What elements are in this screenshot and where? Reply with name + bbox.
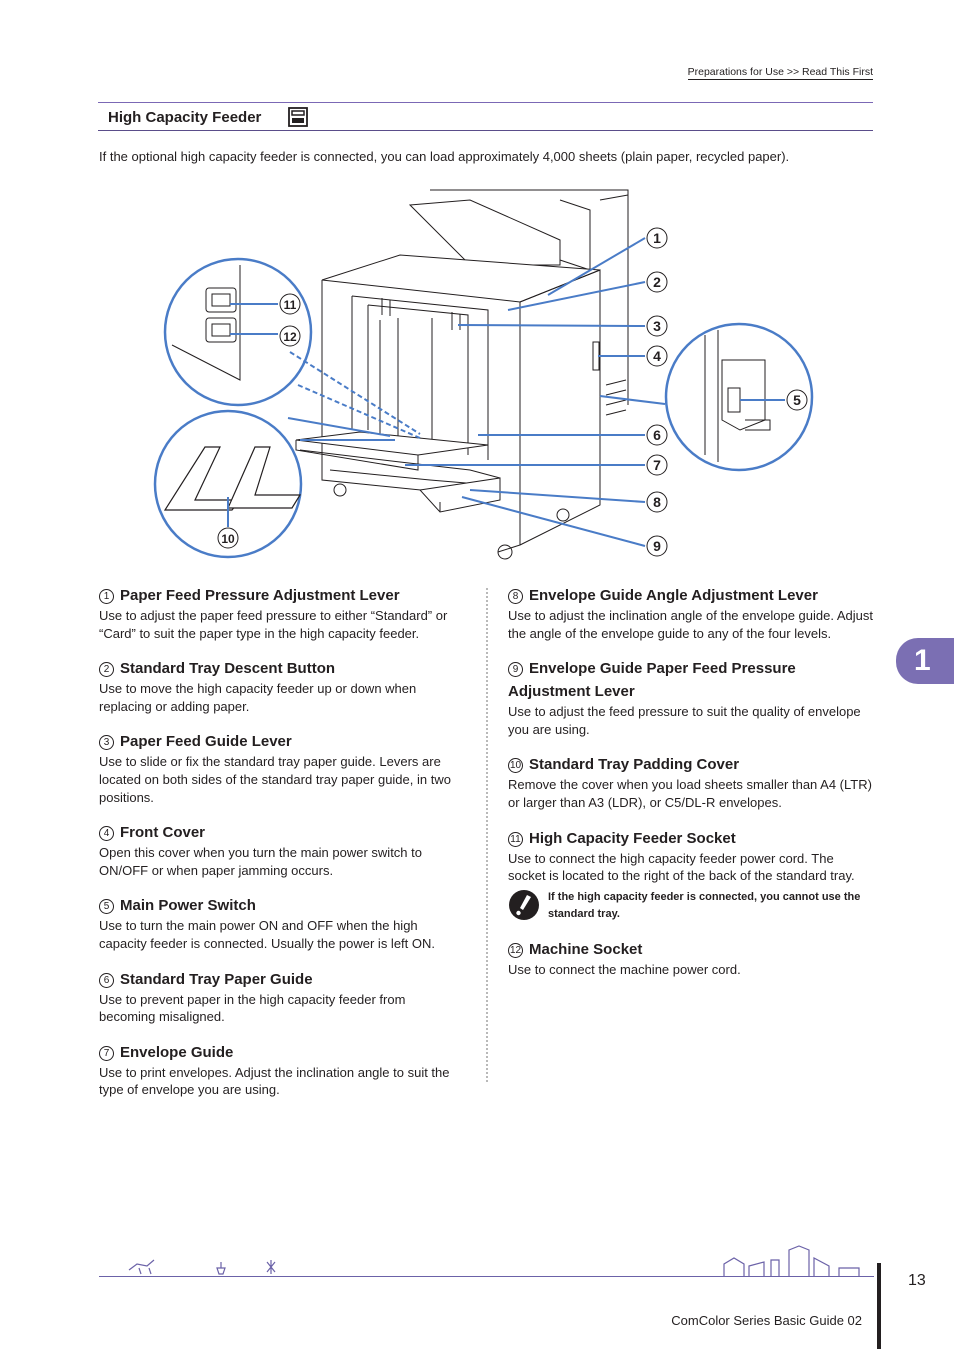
footer-decoration (99, 1240, 874, 1285)
item-description: Use to turn the main power ON and OFF wh… (99, 918, 435, 951)
callout-3: 3 (646, 315, 668, 337)
diagram-callouts: 1 2 3 4 5 6 7 8 9 10 11 12 (217, 227, 808, 557)
item-description: Use to connect the high capacity feeder … (508, 850, 855, 884)
item-description: Use to move the high capacity feeder up … (99, 681, 417, 714)
svg-text:8: 8 (653, 494, 661, 510)
callout-9: 9 (646, 535, 668, 557)
item-number: 7 (99, 1045, 114, 1061)
callout-6: 6 (646, 424, 668, 446)
caution-note: If the high capacity feeder is connected… (508, 889, 873, 923)
item-number: 2 (99, 662, 114, 678)
page-number: 13 (908, 1272, 926, 1289)
callout-5: 5 (786, 389, 808, 411)
item-description: Use to adjust the inclination angle of t… (508, 608, 873, 641)
column-divider (486, 588, 488, 1082)
item-number: 8 (508, 589, 523, 604)
svg-text:1: 1 (653, 230, 661, 246)
svg-text:4: 4 (653, 348, 661, 364)
section-title: High Capacity Feeder (108, 109, 262, 126)
callout-1: 1 (646, 227, 668, 249)
item-description: Remove the cover when you load sheets sm… (508, 777, 872, 810)
breadcrumb[interactable]: Preparations for Use >> Read This First (687, 66, 873, 80)
callout-2: 2 (646, 271, 668, 293)
svg-text:11: 11 (284, 298, 297, 312)
item-description: Open this cover when you turn the main p… (99, 845, 422, 878)
item-number: 5 (99, 899, 114, 915)
item-number: 1 (99, 589, 114, 604)
section-header: High Capacity Feeder (98, 102, 873, 131)
callout-12: 12 (279, 325, 301, 347)
caution-text: If the high capacity feeder is connected… (548, 890, 861, 920)
callout-11: 11 (279, 293, 301, 315)
item-description: Use to slide or fix the standard tray pa… (99, 754, 451, 805)
item-description: Use to connect the machine power cord. (508, 961, 741, 977)
footer-bar (877, 1263, 881, 1349)
item-number: 4 (99, 826, 114, 842)
high-capacity-feeder-icon (288, 107, 308, 132)
callout-4: 4 (646, 345, 668, 367)
chapter-number: 1 (914, 644, 931, 677)
chapter-tab[interactable]: 1 (896, 638, 954, 684)
svg-text:5: 5 (793, 392, 801, 408)
item-description: Use to print envelopes. Adjust the incli… (99, 1064, 450, 1098)
svg-text:10: 10 (221, 532, 235, 546)
item-number: 10 (508, 758, 523, 774)
footer-rule (99, 1276, 874, 1277)
guide-title: ComColor Series Basic Guide 02 (671, 1313, 862, 1328)
callout-8: 8 (646, 491, 668, 513)
item-number: 6 (99, 972, 114, 988)
item-description: Use to adjust the feed pressure to suit … (508, 704, 861, 737)
item-number: 11 (508, 831, 523, 847)
caution-icon (508, 889, 540, 926)
feeder-diagram: 1 2 3 4 5 6 7 8 9 10 11 12 (150, 185, 850, 575)
callout-10: 10 (217, 527, 239, 549)
svg-text:6: 6 (653, 427, 661, 443)
item-description: Use to adjust the paper feed pressure to… (99, 608, 448, 641)
svg-text:2: 2 (653, 274, 661, 290)
item-number: 3 (99, 735, 114, 751)
svg-text:3: 3 (653, 318, 661, 334)
svg-text:9: 9 (653, 538, 661, 554)
callout-7: 7 (646, 454, 668, 476)
item-number: 9 (508, 662, 523, 678)
svg-text:12: 12 (283, 330, 297, 344)
svg-text:7: 7 (653, 457, 661, 473)
item-number: 12 (508, 942, 523, 958)
intro-text: If the optional high capacity feeder is … (99, 149, 790, 164)
item-description: Use to prevent paper in the high capacit… (99, 991, 406, 1025)
